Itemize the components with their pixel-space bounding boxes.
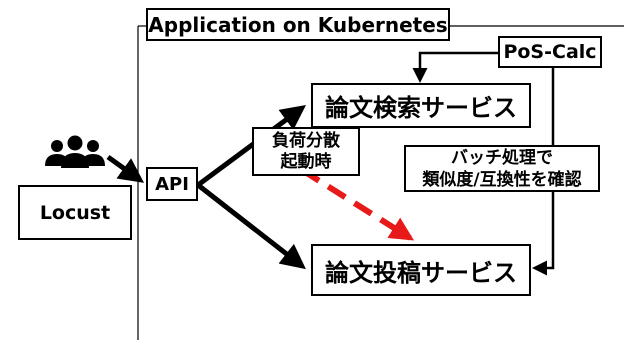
poscalc-to-post-arrow	[532, 68, 555, 276]
poscalc-node: PoS-Calc	[498, 36, 602, 68]
batch-note: バッチ処理で 類似度/互換性を確認	[404, 145, 600, 192]
locust-node: Locust	[18, 185, 132, 240]
batch-note-line-1: バッチ処理で	[451, 147, 553, 168]
users-icon	[45, 135, 105, 168]
api-to-search-arrow	[196, 105, 307, 188]
poscalc-label: PoS-Calc	[503, 41, 597, 63]
users-to-api-arrow	[106, 154, 145, 183]
scale-out-dashed-arrow	[300, 167, 415, 241]
api-label: API	[155, 173, 189, 195]
load-balance-note-line-2: 起動時	[280, 151, 332, 172]
post-service-label: 論文投稿サービス	[325, 258, 517, 287]
batch-note-line-2: 類似度/互換性を確認	[422, 169, 582, 190]
search-service-node: 論文検索サービス	[311, 83, 531, 128]
load-balance-note-line-1: 負荷分散	[272, 130, 340, 151]
search-service-label: 論文検索サービス	[325, 94, 517, 122]
api-node: API	[146, 167, 198, 201]
container-title-label: Application on Kubernetes	[148, 12, 448, 37]
api-to-post-arrow	[196, 183, 306, 270]
kubernetes-container	[137, 25, 624, 340]
locust-label: Locust	[39, 201, 111, 224]
poscalc-to-search-arrow	[412, 51, 498, 83]
load-balance-note: 負荷分散 起動時	[252, 127, 360, 176]
post-service-node: 論文投稿サービス	[311, 244, 531, 296]
container-title: Application on Kubernetes	[146, 8, 450, 41]
